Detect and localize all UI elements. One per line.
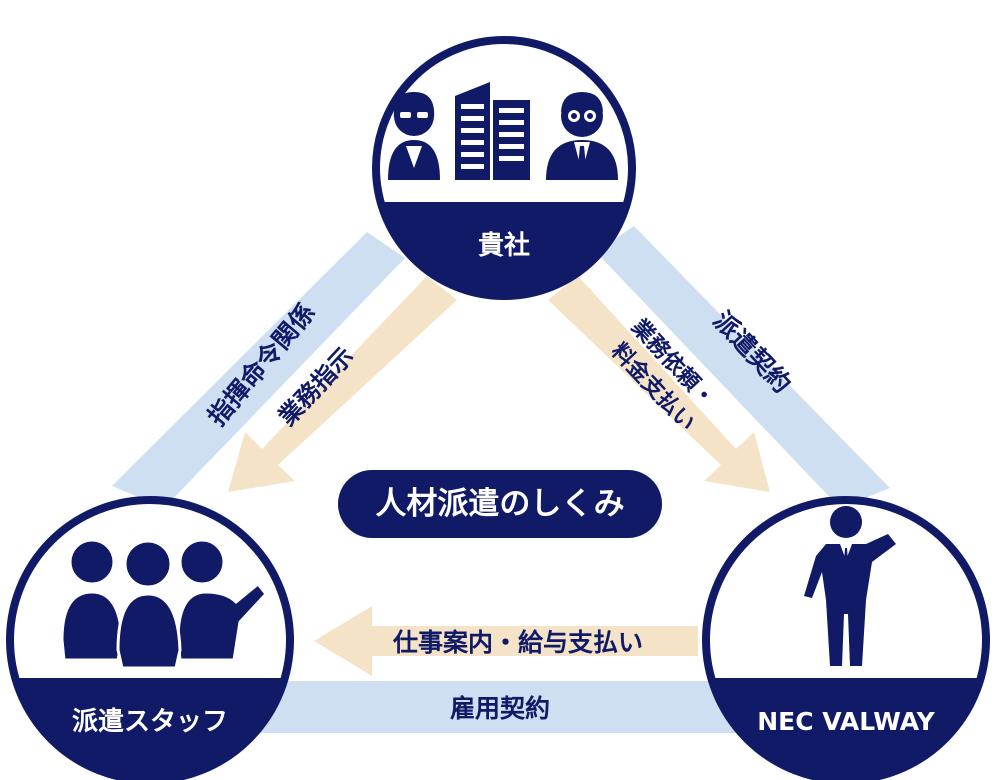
presenter-icon (804, 506, 896, 666)
center-title: 人材派遣のしくみ (375, 486, 624, 522)
band-dispatch-contract (596, 226, 890, 508)
node-staff-label: 派遣スタッフ (72, 707, 228, 737)
businesswoman-icon (388, 92, 440, 180)
node-agency: NEC VALWAY (702, 496, 990, 780)
staff-group-icon (60, 538, 268, 670)
office-building-icon (455, 82, 530, 180)
band-employment-contract (260, 681, 740, 733)
arrow-work-instruction (228, 276, 457, 492)
arrow-work-request (548, 276, 770, 492)
node-staff: 派遣スタッフ (6, 496, 294, 780)
node-client-label: 貴社 (478, 230, 530, 261)
center-title-pill: 人材派遣のしくみ (338, 470, 662, 538)
label-job-info-salary: 仕事案内・給与支払い (392, 628, 643, 657)
band-command (112, 232, 405, 508)
label-employment-contract: 雇用契約 (450, 694, 550, 723)
node-agency-label: NEC VALWAY (757, 707, 935, 736)
businessman-icon (546, 92, 618, 180)
arrow-job-info (314, 606, 698, 676)
node-client: 貴社 (372, 36, 636, 300)
